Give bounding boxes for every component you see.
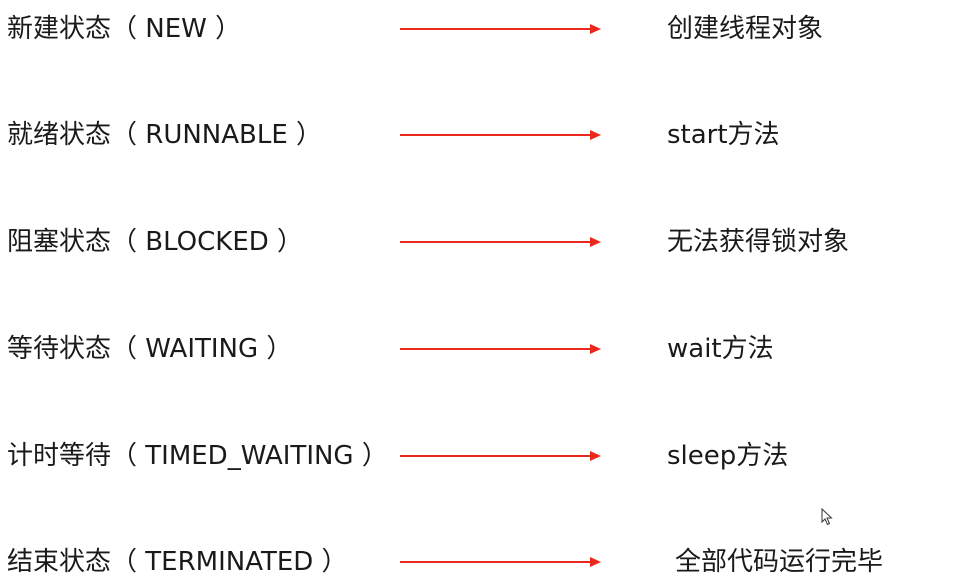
desc-label-waiting: wait方法 [667, 334, 774, 364]
right-arrow-icon [400, 344, 601, 354]
right-arrow-icon [400, 237, 601, 247]
desc-label-terminated: 全部代码运行完毕 [675, 547, 884, 577]
mouse-pointer-icon [821, 508, 833, 526]
state-row-blocked: 阻塞状态（ BLOCKED ） 无法获得锁对象 [0, 217, 961, 267]
right-arrow-icon [400, 130, 601, 140]
state-label-runnable: 就绪状态（ RUNNABLE ） [7, 120, 323, 150]
desc-label-blocked: 无法获得锁对象 [667, 227, 850, 257]
state-row-timed-waiting: 计时等待（ TIMED_WAITING ） sleep方法 [0, 431, 961, 481]
state-label-blocked: 阻塞状态（ BLOCKED ） [7, 227, 304, 257]
state-row-new: 新建状态（ NEW ） 创建线程对象 [0, 4, 961, 54]
desc-label-timed-waiting: sleep方法 [667, 441, 789, 471]
right-arrow-icon [400, 557, 601, 567]
state-label-terminated: 结束状态（ TERMINATED ） [7, 547, 348, 577]
state-label-waiting: 等待状态（ WAITING ） [7, 334, 293, 364]
right-arrow-icon [400, 451, 601, 461]
right-arrow-icon [400, 24, 601, 34]
state-label-new: 新建状态（ NEW ） [7, 14, 242, 44]
state-row-terminated: 结束状态（ TERMINATED ） 全部代码运行完毕 [0, 537, 961, 587]
state-row-runnable: 就绪状态（ RUNNABLE ） start方法 [0, 110, 961, 160]
state-label-timed-waiting: 计时等待（ TIMED_WAITING ） [7, 441, 388, 471]
state-row-waiting: 等待状态（ WAITING ） wait方法 [0, 324, 961, 374]
desc-label-runnable: start方法 [667, 120, 780, 150]
desc-label-new: 创建线程对象 [667, 14, 824, 44]
